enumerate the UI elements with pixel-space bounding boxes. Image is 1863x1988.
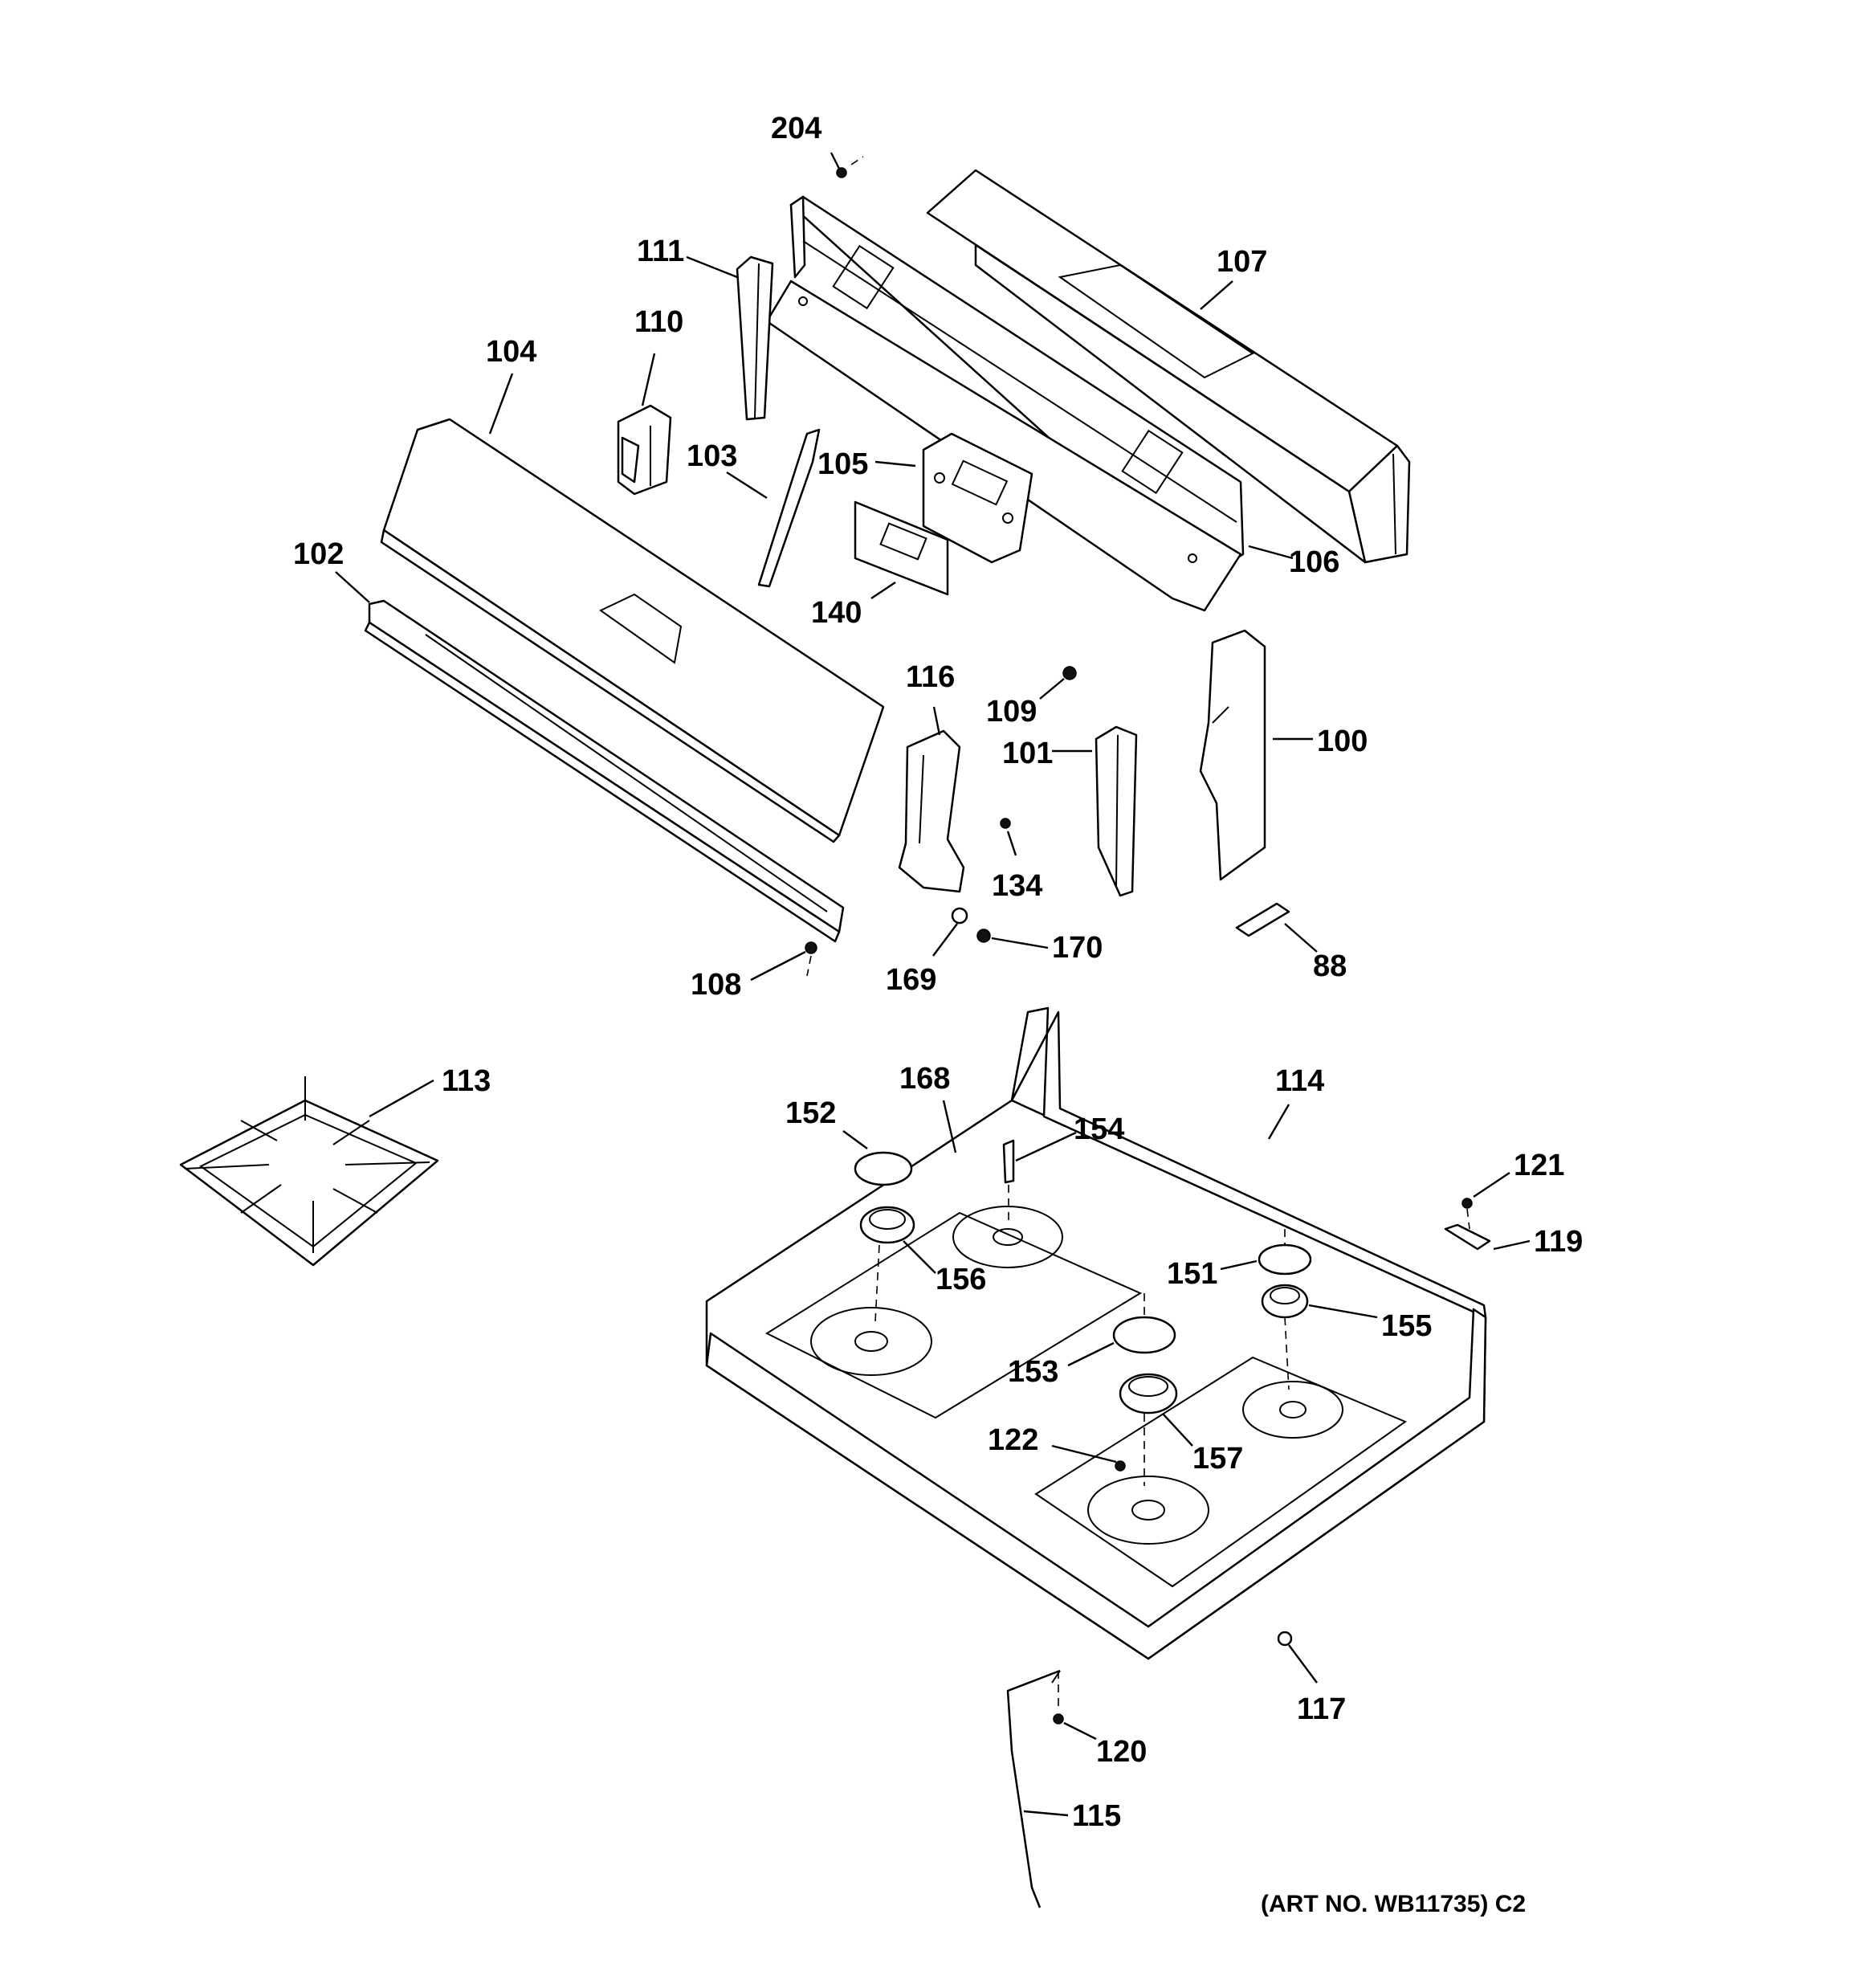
part-111-bracket [736, 255, 774, 421]
burner-cap-152 [854, 1151, 913, 1186]
callout-110: 110 [634, 305, 683, 339]
part-106-backguard [765, 195, 1245, 612]
electrode-154 [1002, 1139, 1015, 1225]
screw-134 [1000, 818, 1011, 829]
callout-111: 111 [637, 235, 684, 268]
leader-lines [335, 152, 1531, 1817]
part-140-overlay [854, 500, 949, 596]
callout-151: 151 [1167, 1257, 1217, 1291]
burner-head-155 [1261, 1284, 1309, 1390]
callout-170: 170 [1052, 931, 1103, 965]
burner-head-156 [859, 1206, 915, 1322]
part-119-bracket [1444, 1223, 1491, 1251]
part-103-rod [757, 428, 821, 588]
screw-122 [1115, 1460, 1126, 1472]
callout-152: 152 [785, 1096, 836, 1130]
screw-204 [836, 156, 864, 178]
callout-154: 154 [1074, 1112, 1124, 1146]
screw-108 [805, 941, 817, 977]
screw-170 [976, 929, 991, 943]
part-88-clip [1235, 902, 1290, 937]
callout-204: 204 [771, 112, 821, 145]
callout-108: 108 [691, 968, 741, 1002]
part-102-trim [364, 599, 845, 943]
callout-156: 156 [936, 1263, 986, 1296]
part-104-panel [380, 418, 885, 843]
part-116-end-cap [898, 729, 965, 893]
part-113-grate [179, 1076, 439, 1267]
callout-105: 105 [817, 447, 868, 481]
part-100-end-panel [1199, 629, 1266, 881]
nut-117 [1277, 1631, 1293, 1647]
burner-cap-151 [1258, 1229, 1312, 1276]
burner-cap-153 [1112, 1293, 1176, 1354]
callout-120: 120 [1096, 1735, 1147, 1769]
callout-140: 140 [811, 596, 862, 630]
callout-122: 122 [988, 1423, 1038, 1457]
part-110-switch [617, 404, 672, 496]
burner-head-157 [1119, 1373, 1178, 1486]
callout-104: 104 [486, 335, 536, 369]
part-101-bracket [1095, 725, 1138, 897]
part-107-vent-trim [926, 169, 1411, 564]
screw-120 [1053, 1671, 1064, 1725]
callout-labels: 204 111 107 110 104 103 105 102 106 140 … [293, 112, 1583, 1917]
callout-153: 153 [1008, 1355, 1058, 1389]
callout-155: 155 [1381, 1309, 1432, 1343]
washer-169 [951, 907, 968, 925]
callout-134: 134 [992, 869, 1042, 903]
callout-113: 113 [442, 1064, 491, 1098]
callout-100: 100 [1317, 725, 1368, 758]
callout-117: 117 [1297, 1692, 1346, 1726]
callout-88: 88 [1313, 949, 1347, 983]
screw-121 [1461, 1198, 1473, 1230]
callout-116: 116 [906, 660, 955, 694]
callout-119: 119 [1534, 1225, 1583, 1259]
callout-115: 115 [1072, 1799, 1121, 1833]
callout-107: 107 [1217, 245, 1267, 279]
callout-109: 109 [986, 695, 1037, 729]
screw-109 [1062, 666, 1077, 680]
art-number: (ART NO. WB11735) C2 [1261, 1891, 1526, 1917]
callout-103: 103 [687, 439, 737, 473]
callout-169: 169 [886, 963, 936, 997]
callout-121: 121 [1514, 1149, 1564, 1182]
callout-114: 114 [1275, 1064, 1324, 1098]
part-115-rod [1006, 1669, 1061, 1908]
callout-101: 101 [1002, 737, 1053, 770]
part-105-clock [922, 432, 1033, 564]
callout-102: 102 [293, 537, 344, 571]
callout-168: 168 [899, 1062, 950, 1096]
callout-106: 106 [1289, 545, 1339, 579]
callout-157: 157 [1192, 1442, 1243, 1476]
